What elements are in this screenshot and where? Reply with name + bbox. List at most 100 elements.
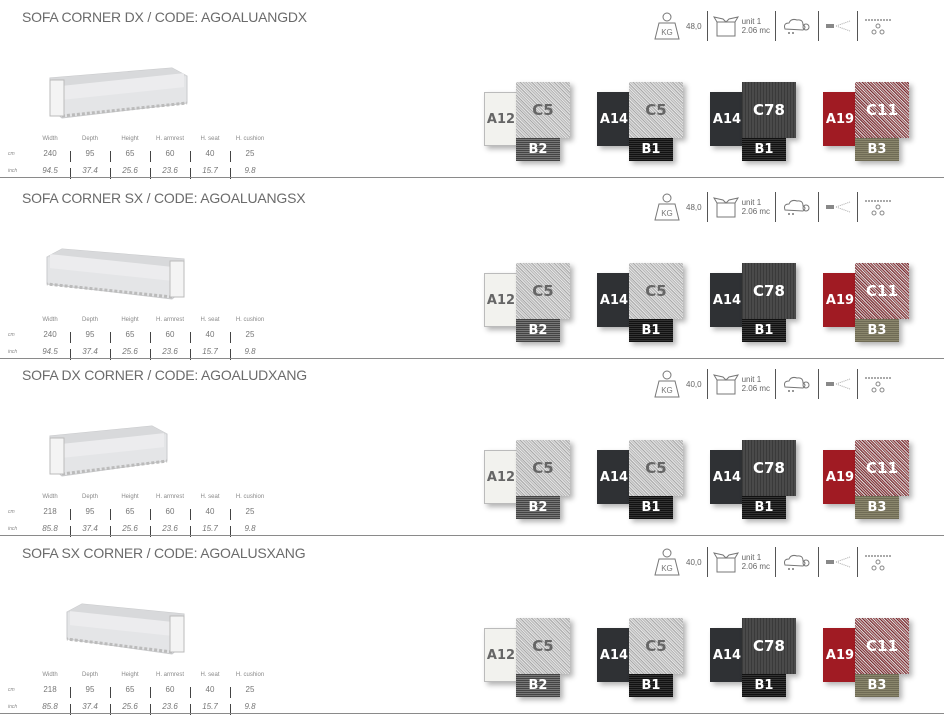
dim-header: Width [42,317,58,323]
spray-clean-icon [826,201,851,213]
dim-value: 15.7 [190,347,230,360]
dim-header: Depth [81,317,98,323]
weight-unit: KG [661,209,673,218]
dim-value: 40 [190,330,230,343]
dim-header: H. seat [200,672,220,678]
product-title: SOFA DX CORNER / CODE: AGOALUDXANG [22,367,307,383]
dim-value: 60 [150,149,190,162]
dim-value: 94.5 [42,347,58,356]
mesh-swatch: B1 [629,319,673,342]
spray-clean-icon [826,556,851,568]
product-title: SOFA SX CORNER / CODE: AGOALUSXANG [22,545,306,561]
sofa-image [42,416,192,486]
dim-value: 15.7 [190,524,230,537]
package-volume: 2.06 mc [741,562,771,571]
frame-swatch: A14 [597,92,631,146]
fabric-swatch: C11 [855,440,909,496]
dim-header: H. seat [200,136,220,142]
dim-header: H. seat [200,494,220,500]
sofa-image [42,239,192,309]
dim-value: 240 [43,149,57,158]
section-divider [0,535,944,536]
package-units: unit 1 [741,17,762,26]
unit-label: inch [8,348,18,355]
dim-value: 25 [230,685,270,698]
mesh-swatch: B2 [516,138,560,161]
dim-value: 25.6 [110,166,150,179]
unit-label: inch [8,167,18,174]
package-volume: 2.06 mc [741,384,771,393]
package-volume: 2.06 mc [741,26,771,35]
water-drain-icon [865,377,892,393]
dim-value: 37.4 [70,166,110,179]
dim-value: 15.7 [190,702,230,715]
fabric-swatch: C78 [742,618,796,674]
dim-header: Height [121,672,139,678]
section-divider [0,358,944,359]
sofa-image [42,594,192,664]
dim-value: 65 [110,149,150,162]
fabric-swatch: C5 [629,618,683,674]
fabric-swatch: C78 [742,82,796,138]
frame-swatch: A19 [823,273,857,327]
spray-clean-icon [826,378,851,390]
dim-header: H. cushion [235,136,265,142]
dim-value: 15.7 [190,166,230,179]
dim-value: 23.6 [150,702,190,715]
product-section: SOFA CORNER DX / CODE: AGOALUANGDX Width… [0,0,944,179]
weight-icon: KG [654,12,680,40]
frame-swatch: A14 [710,450,744,504]
package-icon [712,374,739,395]
sofa-image [42,58,192,128]
dim-value: 40 [190,149,230,162]
dim-value: 9.8 [230,702,270,715]
dim-value: 23.6 [150,347,190,360]
mesh-swatch: B3 [855,138,899,161]
water-drain-icon [865,200,892,216]
fabric-swatch: C5 [516,618,570,674]
dim-value: 9.8 [230,347,270,360]
dim-header: Height [121,317,139,323]
dim-value: 85.8 [42,524,58,533]
weather-resistant-icon [784,376,810,392]
fabric-swatch: C5 [629,82,683,138]
mesh-swatch: B2 [516,674,560,697]
dim-header: Depth [81,136,98,142]
mesh-swatch: B3 [855,496,899,519]
dim-value: 95 [70,685,110,698]
weight-icon: KG [654,548,680,576]
unit-label: cm [8,150,15,157]
fabric-swatch: C5 [629,263,683,319]
package-icon [712,16,739,37]
dim-value: 40 [190,507,230,520]
dim-value: 240 [43,330,57,339]
fabric-swatch: C5 [516,440,570,496]
fabric-swatch: C11 [855,263,909,319]
section-divider [0,177,944,178]
mesh-swatch: B2 [516,319,560,342]
dim-value: 85.8 [42,702,58,711]
dim-header: H. armrest [155,494,184,500]
unit-label: inch [8,525,18,532]
dim-header: Width [42,672,58,678]
fabric-swatch: C11 [855,618,909,674]
dim-value: 23.6 [150,524,190,537]
weight-icon: KG [654,193,680,221]
frame-swatch: A19 [823,628,857,682]
package-volume: 2.06 mc [741,207,771,216]
weather-resistant-icon [784,554,810,570]
weight-unit: KG [661,28,673,37]
frame-swatch: A12 [484,92,518,146]
